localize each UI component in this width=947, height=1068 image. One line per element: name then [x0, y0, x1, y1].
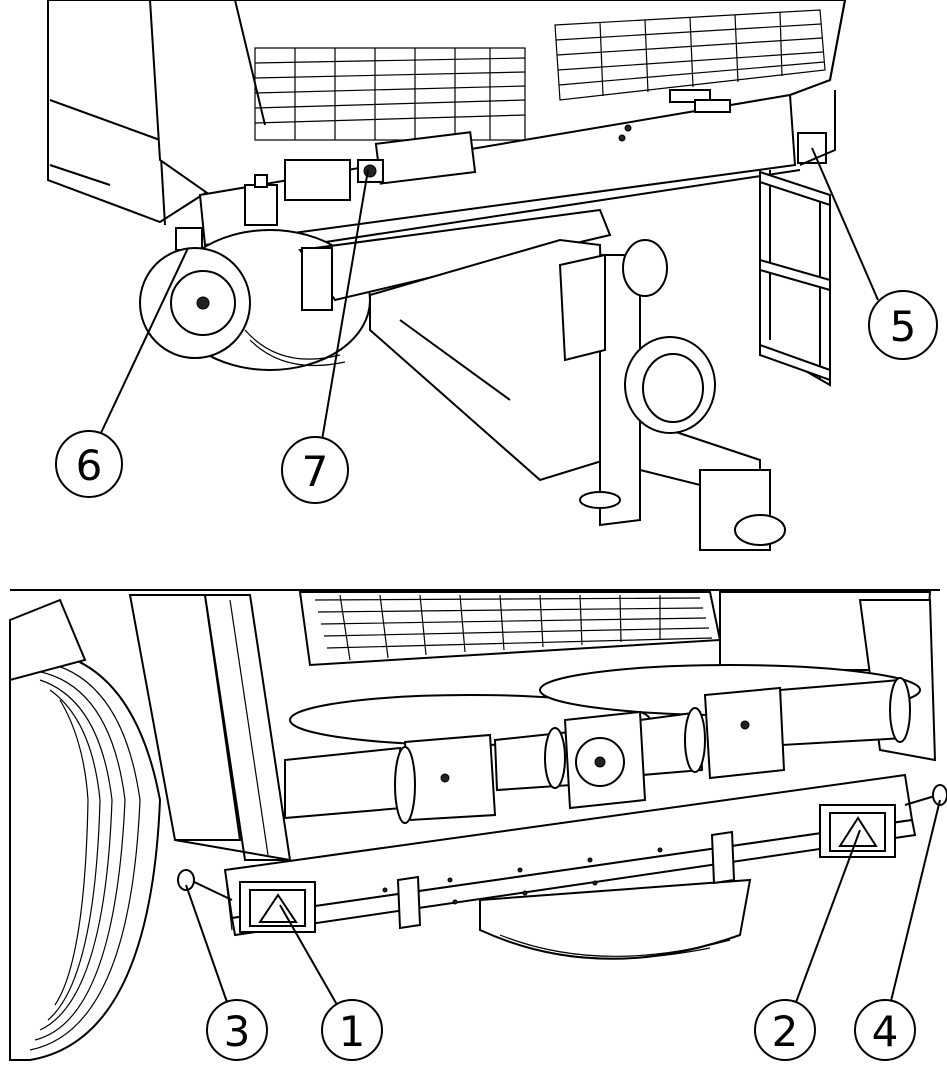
gearboxes [394, 677, 911, 824]
rear-lamp-left [239, 881, 316, 933]
callout-5-label: 5 [890, 302, 917, 351]
ladder [759, 170, 831, 387]
top-view-drawing [47, 0, 847, 551]
callout-6: 6 [55, 247, 189, 498]
left-tyre [9, 648, 162, 1061]
callout-2-label: 2 [772, 1007, 799, 1056]
callout-3: 3 [185, 884, 268, 1061]
louvre-grid-left [254, 47, 526, 141]
rear-lamp-right [819, 804, 896, 858]
side-marker-right [904, 784, 947, 806]
callout-group-bottom: 1 2 3 4 [185, 799, 941, 1061]
callout-6-label: 6 [76, 441, 103, 490]
callout-7-label: 7 [302, 447, 329, 496]
electrical-socket [357, 159, 384, 183]
left-marker-lamp [175, 227, 203, 251]
side-marker-left [177, 869, 233, 901]
callout-5: 5 [811, 147, 938, 360]
callout-1-label: 1 [339, 1007, 366, 1056]
callout-4-label: 4 [872, 1007, 899, 1056]
callout-1: 1 [279, 904, 383, 1061]
louvre-grid-right [554, 9, 826, 101]
callout-group-top: 5 6 7 [55, 147, 938, 504]
callout-3-label: 3 [224, 1007, 251, 1056]
callout-2: 2 [754, 829, 861, 1061]
bottom-view-drawing [9, 589, 947, 1061]
callout-4: 4 [854, 799, 941, 1061]
callout-7: 7 [281, 169, 369, 504]
top-grille [298, 591, 722, 667]
rear-light-bar [223, 773, 917, 937]
